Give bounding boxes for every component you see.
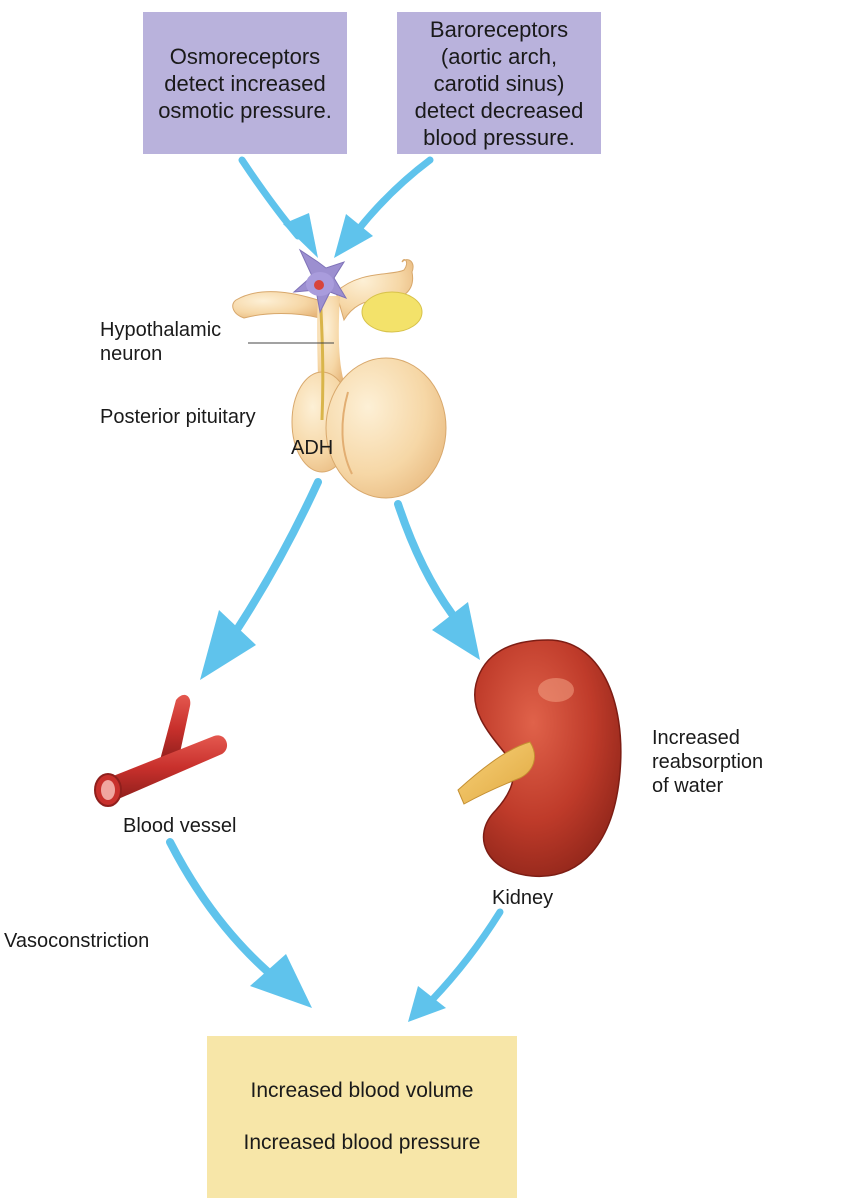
adh-label: ADH — [291, 437, 334, 459]
hypothalamic-neuron-icon — [292, 248, 348, 314]
vasoconstriction-label: Vasoconstriction — [4, 930, 150, 952]
blood-vessel-icon — [94, 694, 228, 807]
arrow-osmo-to-neuron — [238, 156, 318, 258]
blood-vessel-label: Blood vessel — [123, 815, 237, 837]
arrow-pituitary-to-kidney — [394, 500, 480, 660]
outcome-blood-pressure: Increased blood pressure — [243, 1131, 481, 1154]
kidney-label: Kidney — [492, 887, 554, 909]
hypothalamic-neuron-label: Hypothalamic neuron — [100, 319, 222, 365]
arrow-vessel-to-outcome — [166, 838, 312, 1008]
kidney-icon — [457, 639, 622, 877]
outcome-box: Increased blood volume Increased blood p… — [207, 1036, 517, 1198]
baroreceptors-box: Baroreceptors (aortic arch, carotid sinu… — [397, 12, 601, 154]
baroreceptors-text: Baroreceptors (aortic arch, carotid sinu… — [414, 16, 584, 150]
arrow-pituitary-to-vessel — [200, 478, 322, 680]
osmoreceptors-box: Osmoreceptors detect increased osmotic p… — [143, 12, 347, 154]
pituitary-gland-icon — [232, 259, 447, 499]
reabsorption-label: Increased reabsorption of water — [652, 727, 764, 797]
osmoreceptors-text: Osmoreceptors detect increased osmotic p… — [158, 43, 332, 123]
arrow-kidney-to-outcome — [408, 908, 504, 1022]
posterior-pituitary-label: Posterior pituitary — [100, 406, 256, 428]
arrow-baro-to-neuron — [334, 156, 434, 258]
outcome-blood-volume: Increased blood volume — [250, 1079, 474, 1102]
